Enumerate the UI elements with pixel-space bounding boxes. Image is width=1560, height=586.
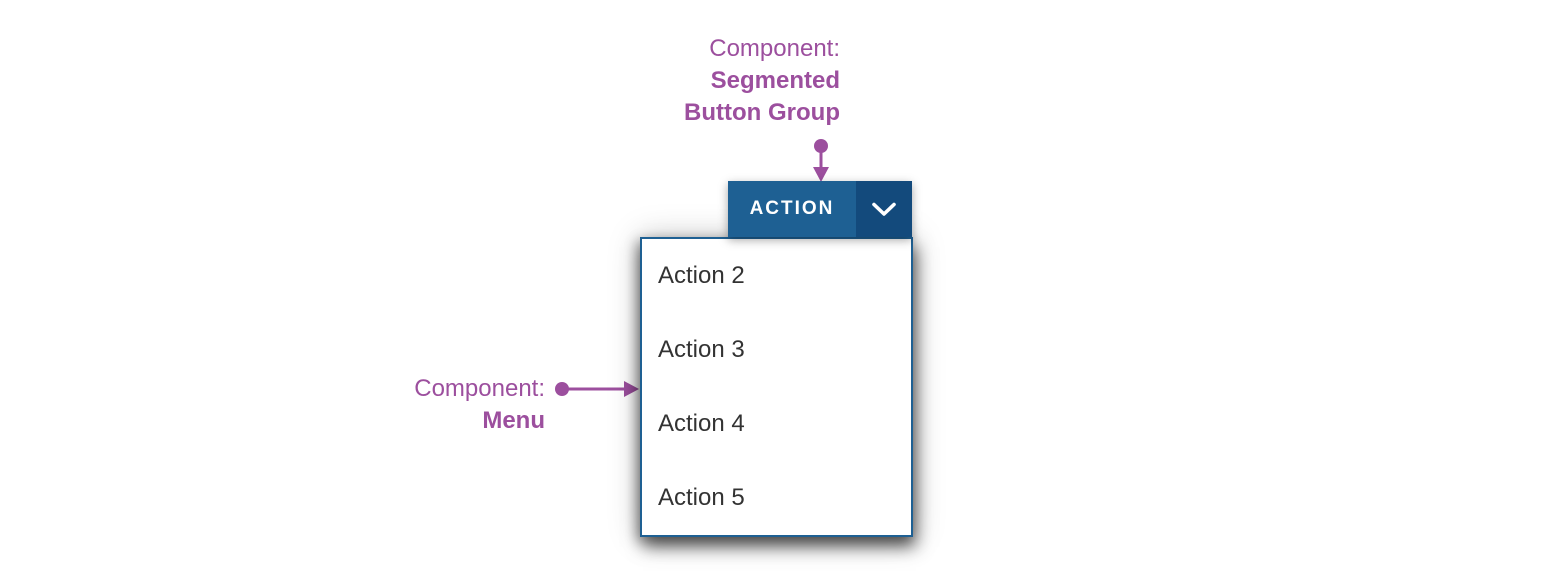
annotation-menu: Component: Menu — [305, 373, 545, 437]
annotation-arrow-down-icon — [813, 139, 829, 182]
menu-item[interactable]: Action 4 — [642, 387, 911, 461]
menu-item[interactable]: Action 2 — [642, 239, 911, 313]
annotation-arrow-right-icon — [555, 381, 639, 397]
annotation-component-name-line1: Segmented — [710, 67, 840, 94]
annotation-segmented-button-group: Component: Segmented Button Group — [540, 33, 840, 129]
annotation-component-name: Menu — [482, 407, 545, 434]
annotation-prefix: Component: — [709, 35, 840, 62]
chevron-down-icon — [872, 202, 896, 216]
action-button[interactable]: ACTION — [728, 181, 856, 237]
segmented-button-group: ACTION — [728, 181, 912, 237]
menu-item[interactable]: Action 3 — [642, 313, 911, 387]
menu-item[interactable]: Action 5 — [642, 461, 911, 535]
dropdown-toggle-button[interactable] — [856, 181, 912, 237]
annotation-component-name-line2: Button Group — [684, 99, 840, 126]
annotation-prefix: Component: — [414, 375, 545, 402]
dropdown-menu: Action 2 Action 3 Action 4 Action 5 — [640, 237, 913, 537]
